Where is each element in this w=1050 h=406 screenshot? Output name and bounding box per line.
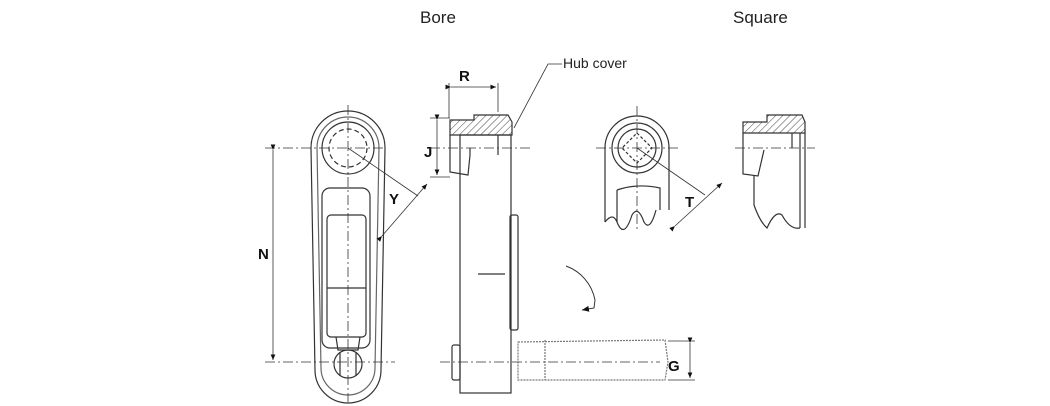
square-front-view xyxy=(596,106,723,232)
dim-g xyxy=(668,337,695,381)
dim-r-label: R xyxy=(459,68,470,85)
hub-cover-label: Hub cover xyxy=(563,55,627,71)
dim-g-label: G xyxy=(668,358,680,375)
title-square: Square xyxy=(733,8,788,27)
rotation-arrow-icon xyxy=(565,265,596,312)
bore-front-view xyxy=(310,105,428,404)
dim-n-label: N xyxy=(258,246,269,263)
square-side-view xyxy=(735,114,815,229)
dim-n xyxy=(265,144,395,363)
bore-side-view xyxy=(430,63,669,394)
title-bore: Bore xyxy=(420,8,456,27)
dim-j-label: J xyxy=(424,144,433,161)
